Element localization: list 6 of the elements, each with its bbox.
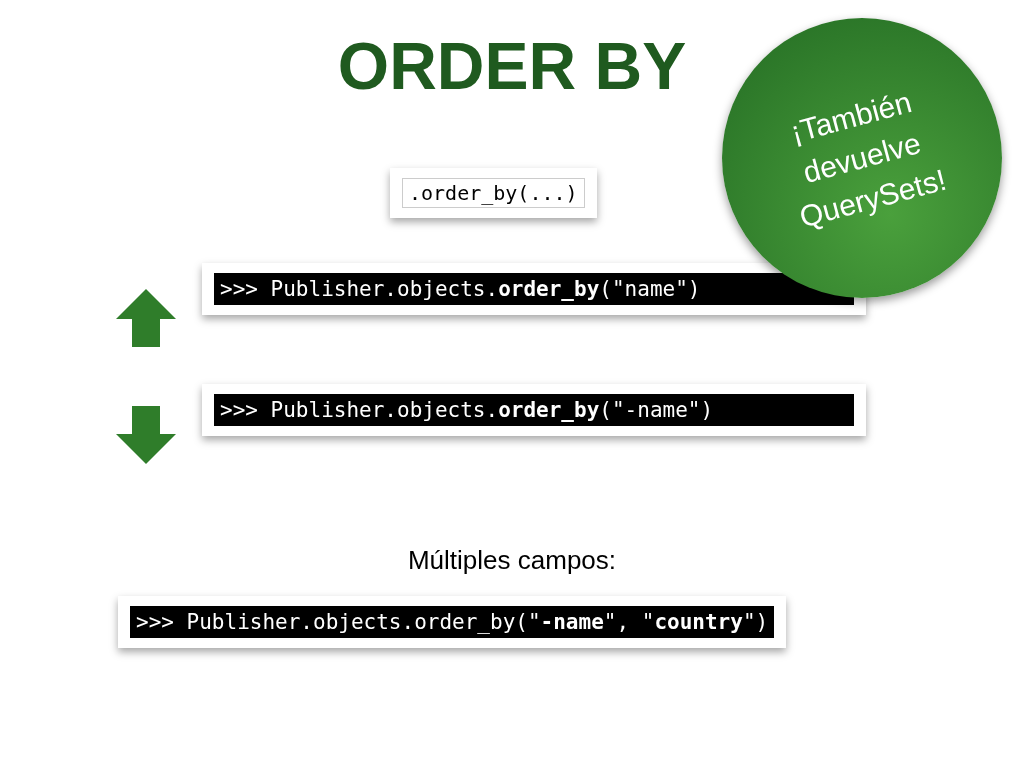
code-card [202,384,866,436]
slide-title: ORDER BY [336,28,688,104]
section-label: Múltiples campos: [406,545,618,576]
code-card [202,263,866,315]
code-card [118,596,787,648]
code-card [390,168,597,218]
